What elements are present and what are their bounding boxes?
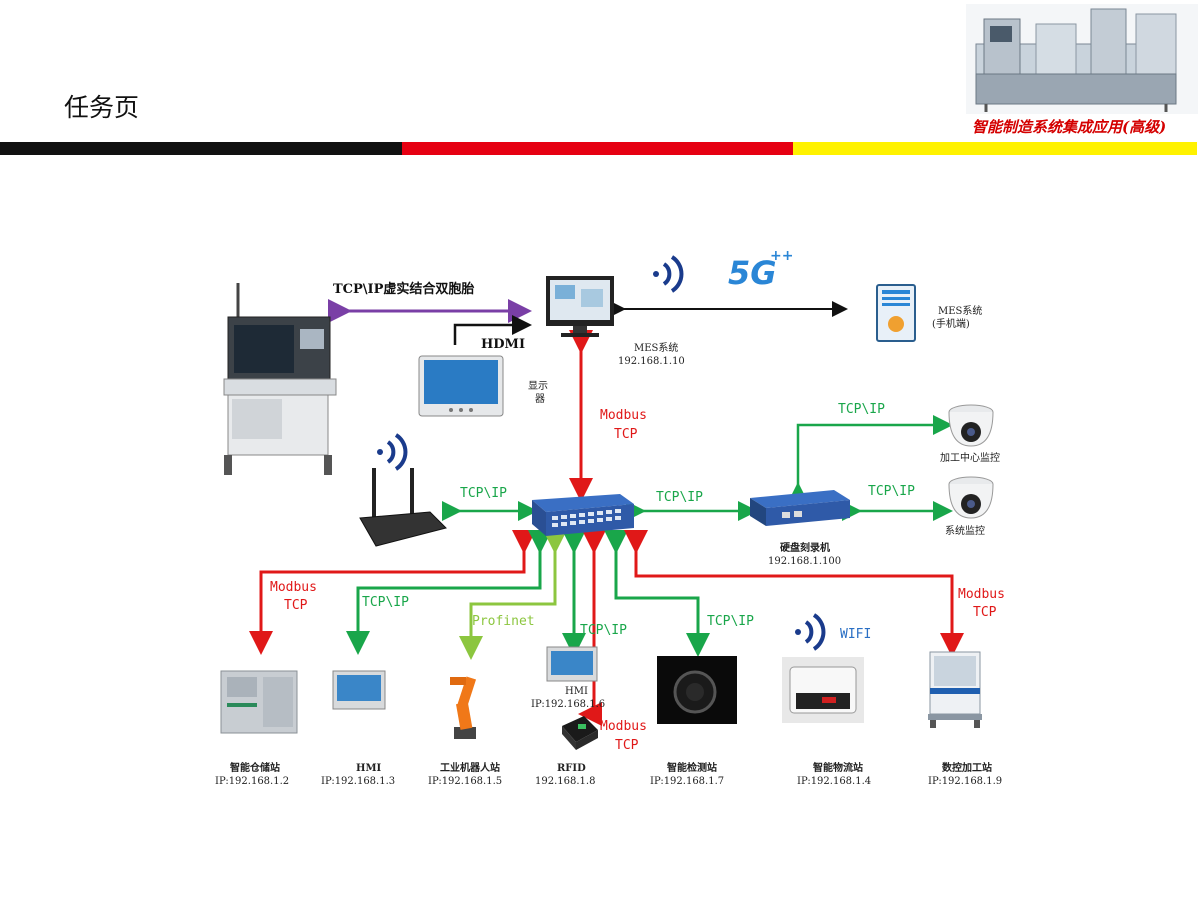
rfid-link-b — [578, 702, 602, 726]
header-bar-red — [402, 142, 793, 155]
cnc-modbus-label-1: Modbus — [958, 587, 1005, 602]
hmi-1-3-ip: IP:192.168.1.3 — [321, 776, 396, 787]
warehouse-modbus-label-2: TCP — [284, 598, 308, 613]
robot-profinet-label: Profinet — [472, 614, 535, 629]
mes-ip: 192.168.1.10 — [618, 356, 685, 367]
mes-modbus-label-1: Modbus — [600, 408, 647, 423]
hmi-1-6-name: HMI — [565, 686, 588, 697]
camera-machining-image — [948, 404, 994, 447]
inspection-ip: IP:192.168.1.7 — [650, 776, 725, 787]
nvr-name: 硬盘刻录机 — [780, 543, 830, 554]
rfid-modbus-label-2: TCP — [615, 738, 639, 753]
mes-modbus-label-2: TCP — [614, 427, 638, 442]
mes-mobile-name-1: MES系统 — [938, 306, 983, 317]
camera-machining-name: 加工中心监控 — [940, 453, 1000, 464]
inspection-camera-image — [657, 656, 737, 724]
logistics-wifi-icon — [795, 613, 826, 651]
virtual-twin-label: TCP\IP虚实结合双胞胎 — [333, 282, 475, 297]
rfid-modbus-label-1: Modbus — [600, 719, 647, 734]
camera-system-name: 系统监控 — [945, 526, 985, 537]
hdmi-link — [453, 315, 532, 345]
5g-plus-icon: ++ — [770, 248, 794, 264]
rfid-name: RFID — [557, 763, 586, 774]
router-wifi-icon — [377, 433, 408, 471]
switch-image — [532, 494, 634, 536]
inspection-tcpip-label: TCP\IP — [707, 614, 754, 629]
warehouse-modbus-label-1: Modbus — [270, 580, 317, 595]
wifi-label: WIFI — [840, 627, 872, 642]
cnc-ip: IP:192.168.1.9 — [928, 776, 1003, 787]
mes-mobile-image — [876, 284, 916, 342]
camera-system-image — [948, 476, 994, 519]
page-title: 任务页 — [64, 93, 140, 122]
wifi-icon — [653, 255, 684, 293]
hmi3-tcpip-label: TCP\IP — [362, 595, 409, 610]
hmi6-tcpip-label: TCP\IP — [580, 623, 627, 638]
warehouse-name: 智能仓储站 — [230, 763, 280, 774]
mes-name: MES系统 — [634, 343, 679, 354]
router-tcpip-label: TCP\IP — [460, 486, 507, 501]
warehouse-ip: IP:192.168.1.2 — [215, 776, 290, 787]
rfid-reader-image — [562, 716, 598, 750]
inspection-name: 智能检测站 — [667, 763, 717, 774]
nvr-cam1-link — [788, 415, 953, 502]
cnc-link — [624, 530, 964, 657]
nvr-image — [750, 490, 850, 526]
hmi-1-3-image — [332, 670, 386, 710]
warehouse-plc-image — [220, 670, 298, 734]
5g-icon: 5G — [728, 254, 777, 292]
robot-image — [450, 676, 477, 739]
header-bar-black — [0, 142, 402, 155]
host-machine-image — [223, 283, 337, 475]
hdmi-label: HDMI — [481, 337, 526, 352]
cam2-tcpip-label: TCP\IP — [868, 484, 915, 499]
rfid-ip: 192.168.1.8 — [535, 776, 596, 787]
mes-mobile-name-2: (手机端) — [932, 319, 970, 330]
robot-link — [459, 530, 567, 660]
cnc-name: 数控加工站 — [942, 763, 992, 774]
robot-name: 工业机器人站 — [440, 763, 500, 774]
router-image — [359, 468, 447, 547]
production-line-image — [966, 4, 1198, 114]
display-label-2: 器 — [535, 394, 545, 405]
logistics-printer-image — [782, 657, 864, 723]
hmi-1-6-image — [546, 646, 598, 682]
nvr-ip: 192.168.1.100 — [768, 556, 842, 567]
mes-monitor-image — [546, 276, 614, 337]
nvr-tcpip-label: TCP\IP — [656, 490, 703, 505]
banner-caption: 智能制造系统集成应用(高级) — [972, 118, 1167, 136]
hmi-1-3-name: HMI — [356, 763, 382, 774]
hmi-1-6-ip: IP:192.168.1.6 — [531, 699, 606, 710]
header-bar-yellow — [793, 142, 1197, 155]
logistics-name: 智能物流站 — [813, 763, 863, 774]
cam1-tcpip-label: TCP\IP — [838, 402, 885, 417]
cnc-machine-image — [928, 651, 982, 728]
logistics-ip: IP:192.168.1.4 — [797, 776, 872, 787]
robot-ip: IP:192.168.1.5 — [428, 776, 503, 787]
cnc-modbus-label-2: TCP — [973, 605, 997, 620]
inspection-link — [604, 530, 710, 657]
display-image — [418, 355, 504, 417]
display-label-1: 显示 — [528, 381, 548, 392]
